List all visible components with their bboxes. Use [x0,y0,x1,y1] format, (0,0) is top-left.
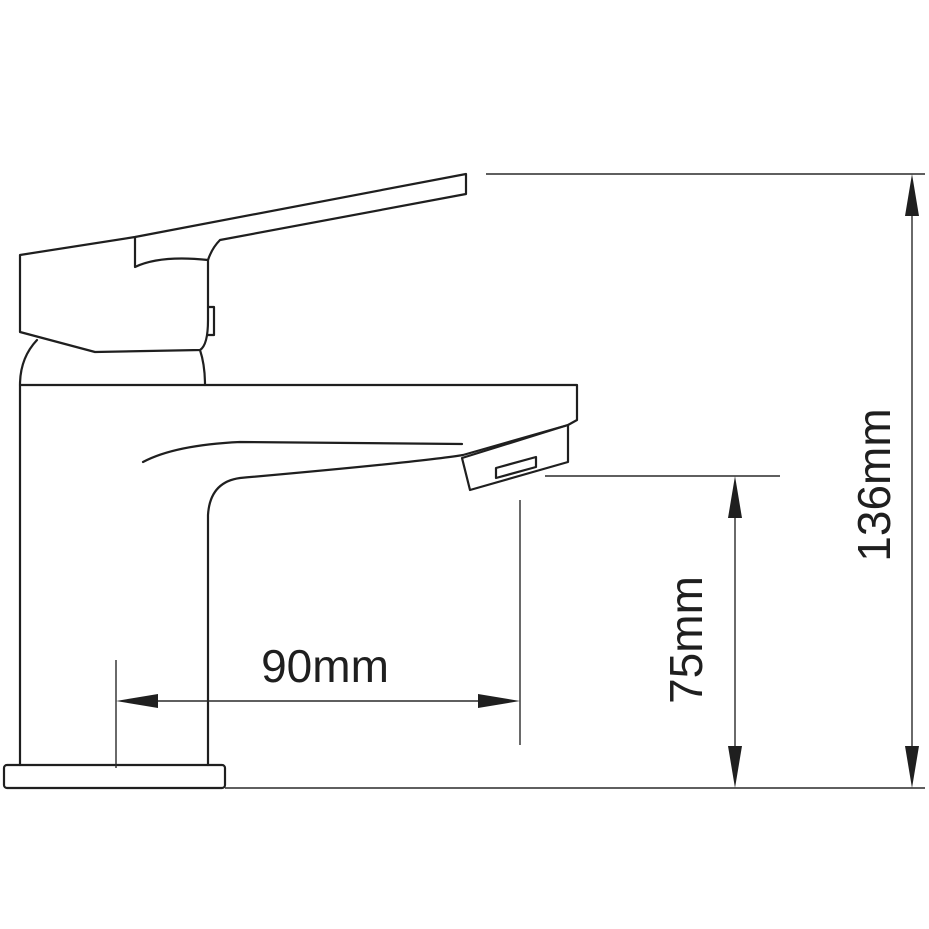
dimension-labels: 90mm 75mm 136mm [261,408,900,704]
total-height-arrow-bottom [905,746,919,788]
cartridge-dome [18,338,207,387]
spout-reach-label: 90mm [261,640,389,692]
lever-side-tab [206,305,216,337]
spout-height-arrow-bottom [728,746,742,788]
total-height-label: 136mm [848,408,900,561]
spout-height-arrow-top [728,476,742,518]
body-block [18,383,579,767]
total-height-arrow-top [905,174,919,216]
aerator [460,423,570,492]
reach-arrow-right [478,694,520,708]
dimension-lines [115,173,925,789]
lever-inner-edge [133,235,210,269]
spout-upper-curve [141,440,464,464]
faucet-outline [2,172,579,790]
spout-height-label: 75mm [660,576,712,704]
lever-handle [18,172,468,354]
base-plate [2,763,227,790]
reach-arrow-left [116,694,158,708]
aerator-slot [494,455,538,480]
